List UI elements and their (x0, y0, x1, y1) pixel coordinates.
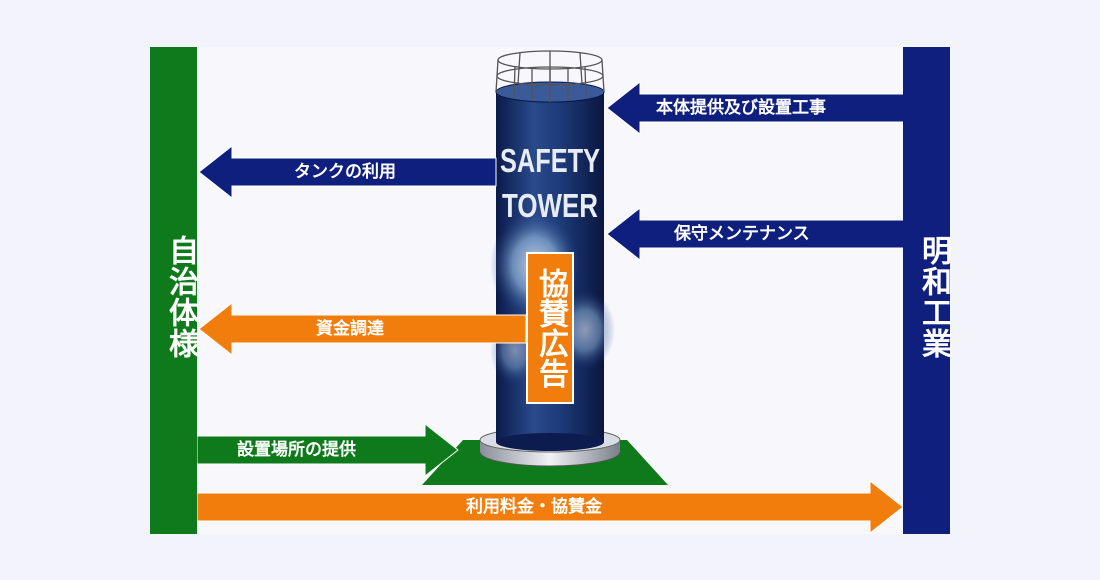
arrow-site-provision (196, 422, 459, 478)
party-right-bar: 明和工業 (903, 47, 951, 534)
arrow-maintenance-label: 保守メンテナンス (674, 224, 810, 244)
tank-railing (495, 50, 605, 102)
arrow-body-install-label: 本体提供及び設置工事 (656, 98, 826, 118)
arrow-funding-label: 資金調達 (316, 319, 384, 339)
arrow-fees (196, 479, 904, 535)
arrow-tank-use (198, 144, 497, 200)
party-left-bar: 自治体様 (150, 47, 198, 534)
tower-title-line1: SAFETY (500, 142, 600, 179)
sponsor-ad-label: 協賛広告 (526, 252, 574, 404)
party-right-label: 明和工業 (916, 235, 951, 359)
arrow-maintenance (606, 206, 905, 262)
arrow-site-provision-label: 設置場所の提供 (237, 440, 356, 460)
arrow-body-install (606, 80, 905, 136)
arrow-fees-label: 利用料金・協賛金 (466, 497, 602, 517)
party-left-label: 自治体様 (163, 235, 198, 359)
tower-title-line2: TOWER (502, 187, 598, 224)
arrow-tank-use-label: タンクの利用 (294, 162, 396, 182)
arrow-funding (198, 301, 527, 357)
